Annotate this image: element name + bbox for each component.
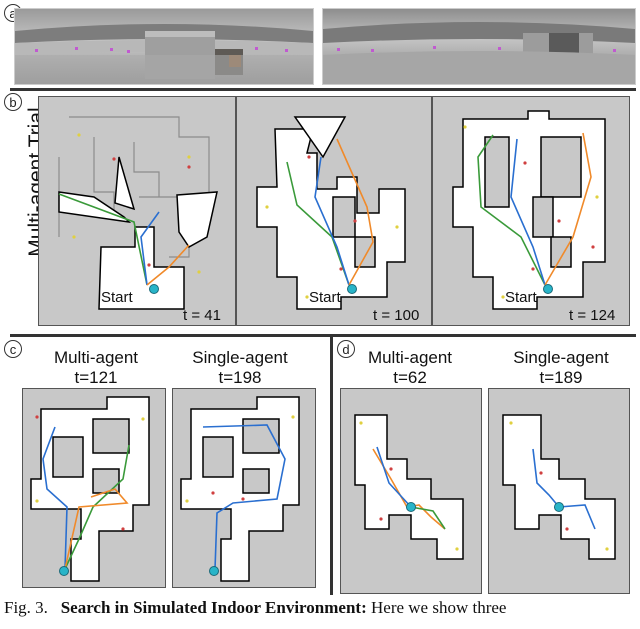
time-label-t100: t = 100 xyxy=(373,307,420,324)
divider-ab xyxy=(10,88,636,91)
panel-d-map-single xyxy=(488,388,630,594)
panel-d-head-multi: Multi-agent t=62 xyxy=(342,348,478,388)
panel-d-head-single-line2: t=189 xyxy=(539,368,583,387)
panorama-right xyxy=(322,8,636,85)
panel-d-map-multi xyxy=(340,388,482,594)
panel-c-head-multi-line2: t=121 xyxy=(74,368,118,387)
time-label-t41: t = 41 xyxy=(183,307,221,324)
panel-c-map-multi xyxy=(22,388,166,588)
panel-c-map-single xyxy=(172,388,316,588)
time-label-t124: t = 124 xyxy=(569,307,616,324)
panel-c-head-single-line1: Single-agent xyxy=(192,348,288,367)
panel-c-head-multi-line1: Multi-agent xyxy=(53,348,139,367)
panel-c-head-single: Single-agent t=198 xyxy=(168,348,312,388)
panel-d-head-multi-line1: Multi-agent xyxy=(367,348,453,367)
panel-d-head-single: Single-agent t=189 xyxy=(490,348,632,388)
divider-cd xyxy=(330,337,333,595)
start-label-2: Start xyxy=(309,289,341,306)
panel-d-head-multi-line2: t=62 xyxy=(393,368,427,387)
panel-b-map-t41: Start t = 41 xyxy=(38,96,236,326)
panel-b-map-t100: Start t = 100 xyxy=(236,96,432,326)
panel-d-badge: d xyxy=(337,340,355,358)
panel-b-map-t124: Start t = 124 xyxy=(432,96,630,326)
start-label-3: Start xyxy=(505,289,537,306)
caption-prefix: Fig. 3. xyxy=(4,598,48,617)
caption-rest: Here we show three xyxy=(371,598,507,617)
panel-c-head-single-line2: t=198 xyxy=(218,368,262,387)
panel-c-badge: c xyxy=(4,340,22,358)
divider-bc xyxy=(10,334,636,337)
figure-caption: Fig. 3. Search in Simulated Indoor Envir… xyxy=(4,598,636,618)
panel-d-head-single-line1: Single-agent xyxy=(513,348,609,367)
start-label-1: Start xyxy=(101,289,133,306)
panel-b-badge: b xyxy=(4,93,22,111)
panorama-left xyxy=(14,8,314,85)
caption-bold: Search in Simulated Indoor Environment: xyxy=(60,598,367,617)
panel-c-head-multi: Multi-agent t=121 xyxy=(30,348,162,388)
